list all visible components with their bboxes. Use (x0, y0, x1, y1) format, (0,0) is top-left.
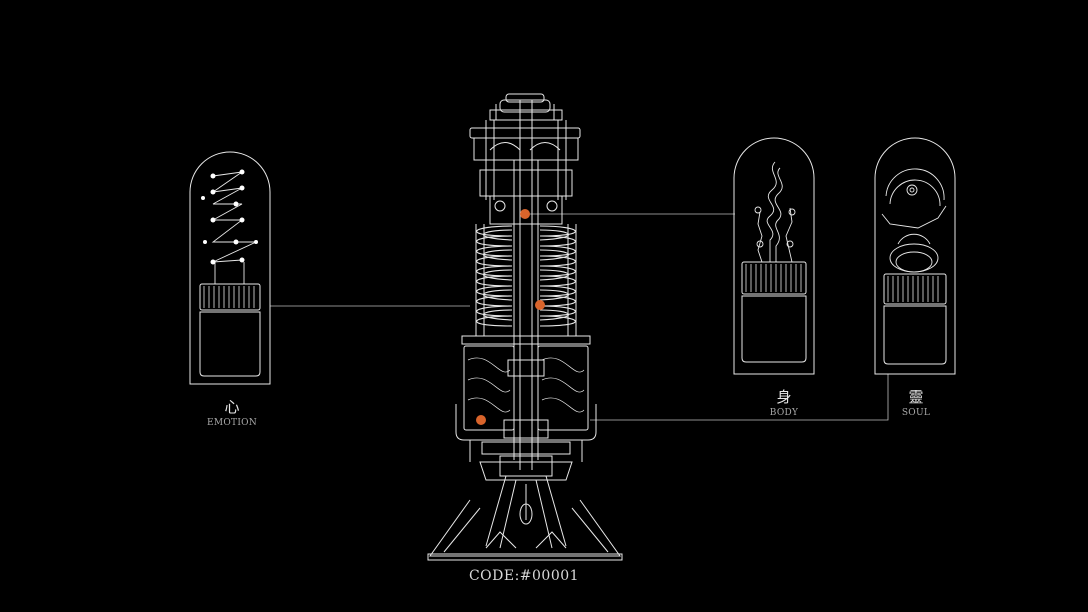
accent-node-top (520, 209, 530, 219)
accent-nodes (476, 209, 545, 425)
body-capsule (733, 137, 815, 375)
soul-label: SOUL (901, 408, 931, 418)
emotion-label: EMOTION (206, 418, 258, 428)
body-glyph: 身 (776, 388, 792, 406)
coil-right (539, 225, 576, 327)
soul-glyph: 靈 (908, 388, 924, 406)
lower-chamber (455, 335, 597, 481)
soul-capsule (874, 137, 956, 375)
coil-left (476, 225, 513, 327)
machine-base (427, 455, 623, 561)
code-label: CODE:#00001 (468, 568, 580, 584)
connector-soul (590, 374, 889, 421)
emotion-capsule (189, 151, 271, 385)
emotion-glyph: 心 (224, 398, 240, 416)
central-machine (469, 93, 581, 470)
accent-node-mid (535, 300, 545, 310)
body-label: BODY (769, 408, 799, 418)
accent-node-bottom (476, 415, 486, 425)
